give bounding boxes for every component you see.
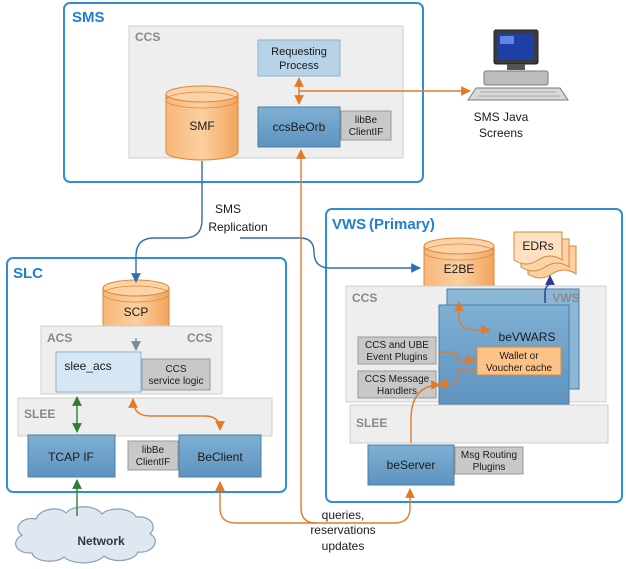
acs-label: ACS: [47, 331, 72, 345]
network-cloud-icon: [15, 506, 156, 564]
requesting-process-line2: Process: [279, 60, 319, 72]
java-screens-line1: SMS Java: [474, 110, 529, 124]
replication-line2: Replication: [208, 220, 267, 234]
scp-label: SCP: [124, 305, 149, 319]
slc-slee-band: [17, 397, 273, 437]
sms-section: SMS CCS Requesting Process SMF ccsBeOrb …: [63, 2, 424, 183]
ccsbeorb-label: ccsBeOrb: [273, 120, 326, 134]
sms-libbe-clientif-box: [340, 110, 392, 141]
slc-title: SLC: [13, 265, 43, 282]
service-logic-line2: service logic: [148, 376, 203, 387]
msg-routing-box: [454, 446, 524, 475]
edrs-label: EDRs: [522, 239, 553, 253]
vws-ccs-label: CCS: [352, 291, 377, 305]
msg-routing-line1: Msg Routing: [461, 450, 517, 461]
queries-line2: reservations: [310, 523, 375, 537]
wallet-cache-line2: Voucher cache: [486, 363, 553, 374]
vws-section: VWS (Primary) E2BE EDRs CCS SLEE VWS beV…: [325, 208, 623, 503]
wallet-cache-line1: Wallet or: [499, 351, 539, 362]
replication-line1: SMS: [215, 202, 241, 216]
slc-slee-label: SLEE: [24, 407, 55, 421]
wallet-cache-box: [476, 346, 562, 376]
sms-title: SMS: [72, 9, 105, 26]
service-logic-line1: CCS: [165, 364, 186, 375]
vws-inner-label: VWS: [552, 291, 579, 305]
slc-libbe-line1: libBe: [142, 445, 165, 456]
e2be-label: E2BE: [444, 262, 475, 276]
ube-plugins-box: [357, 336, 437, 365]
arrow-beserver-to-bevwars: [410, 380, 441, 443]
beclient-box: [178, 434, 262, 478]
arrow-handlers-to-cache: [437, 369, 475, 389]
slee-acs-label: slee_acs: [64, 359, 111, 373]
network-label: Network: [77, 534, 125, 548]
tcap-if-box: [27, 434, 116, 478]
tcap-if-label: TCAP IF: [48, 450, 94, 464]
queries-line3: updates: [322, 539, 365, 553]
arrow-smf-to-e2be: [240, 237, 421, 273]
edrs-documents-icon: [513, 231, 577, 279]
beserver-label: beServer: [387, 458, 436, 472]
vws-slee-band: [349, 404, 609, 444]
requesting-process-line1: Requesting: [271, 46, 327, 58]
bevwars-label: beVWARS: [499, 330, 556, 344]
connectors: [72, 77, 555, 524]
smf-label: SMF: [189, 119, 214, 133]
queries-line1: queries,: [322, 508, 365, 522]
ccsbeorb-box: [257, 106, 341, 148]
msg-handlers-line1: CCS Message: [365, 374, 430, 385]
sms-libbe-line1: libBe: [355, 115, 378, 126]
ccs-service-logic-box: [141, 358, 211, 391]
slc-ccs-label: CCS: [187, 331, 212, 345]
vws-title-suffix: (Primary): [369, 216, 435, 233]
msg-handlers-box: [357, 370, 437, 399]
requesting-process-box: [257, 39, 341, 77]
vws-slee-label: SLEE: [356, 416, 387, 430]
slc-libbe-line2: ClientIF: [136, 457, 170, 468]
arrow-slee-acs-to-beclient: [128, 398, 225, 431]
ube-plugins-line1: CCS and UBE: [365, 340, 429, 351]
slee-acs-box: [55, 351, 142, 393]
sms-libbe-line2: ClientIF: [349, 127, 383, 138]
arrow-beorb-to-beserver: [296, 149, 317, 524]
ube-plugins-line2: Event Plugins: [366, 352, 427, 363]
arrow-plugins-to-cache: [438, 351, 476, 365]
slc-section: SLC SCP ACS CCS SLEE slee_acs CCS servic…: [6, 257, 287, 493]
arrow-e2be-to-bevwars: [454, 301, 491, 335]
vws-title: VWS: [332, 216, 366, 233]
smf-database-icon: [165, 85, 239, 161]
msg-routing-line2: Plugins: [473, 462, 506, 473]
slc-libbe-clientif-box: [127, 440, 179, 471]
computer-icon: [467, 29, 569, 101]
sms-ccs-label: CCS: [135, 30, 160, 44]
arrow-smf-to-scp: [131, 161, 203, 283]
msg-handlers-line2: Handlers: [377, 386, 417, 397]
java-screens-line2: Screens: [479, 126, 523, 140]
beclient-label: BeClient: [197, 450, 243, 464]
arrow-bevwars-to-edrs: [544, 275, 555, 303]
